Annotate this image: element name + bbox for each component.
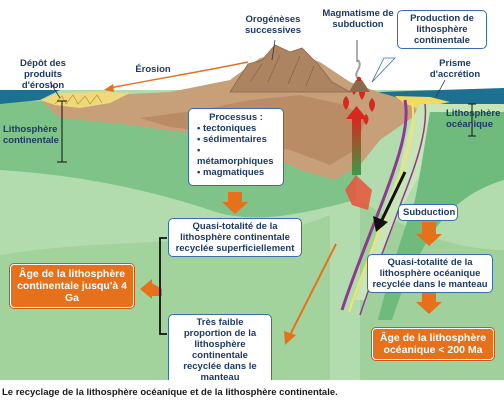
melting-zone (345, 175, 372, 210)
erosion-arrowhead (104, 84, 114, 92)
box-quasi-oceanique: Quasi-totalité de la lithosphère océaniq… (367, 254, 493, 293)
arrow-processus-down (222, 192, 248, 214)
label-erosion: Érosion (135, 64, 171, 75)
arrow-recycled-mantle (289, 243, 337, 336)
volcano-smoke (355, 59, 361, 80)
magma-droplet (369, 98, 375, 112)
bracket-continentale (159, 237, 167, 335)
magma-droplet (363, 114, 369, 125)
pointer-depot (49, 81, 61, 99)
volcano (349, 80, 370, 92)
label-litho-continentale: Lithosphère continentale (3, 124, 59, 146)
box-quasi-continentale: Quasi-totalité de la lithosphère contine… (168, 218, 302, 257)
callout-production: Production de lithosphère continentale (397, 10, 487, 49)
arrow-recycled-mantle-head (284, 331, 296, 345)
arrow-subduction-down (416, 222, 442, 246)
volcano-eruption (356, 76, 362, 82)
erosion-arrow (109, 61, 249, 89)
label-litho-oceanique: Lithosphère océanique (446, 108, 501, 130)
label-prisme: Prisme d'accrétion (429, 58, 481, 80)
magma-rise-column (352, 117, 361, 175)
processus-item: métamorphiques (195, 145, 277, 167)
pointer-orogeneses (271, 39, 276, 61)
subduction-plane (340, 99, 408, 311)
box-processus: Processus : tectoniques sédimentaires mé… (188, 108, 284, 186)
processus-list: tectoniques sédimentaires métamorphiques… (195, 123, 277, 178)
subduction-arrowhead (373, 216, 388, 232)
processus-item: tectoniques (195, 123, 277, 134)
accretion-prism (395, 96, 450, 108)
pointer-prisme (435, 79, 446, 98)
processus-item: sédimentaires (195, 134, 277, 145)
label-magmatisme: Magmatisme de subduction (322, 8, 394, 30)
label-orogeneses: Orogénèses successives (245, 14, 301, 36)
processus-item: magmatiques (195, 167, 277, 178)
age-oceanique: Âge de la lithosphère océanique < 200 Ma (372, 328, 494, 360)
arrow-age-left (150, 282, 162, 296)
arrow-oceanique-down (416, 292, 442, 314)
orange-arrows (150, 192, 442, 314)
age-continentale: Âge de la lithosphère continentale jusqu… (10, 264, 134, 308)
processus-title: Processus : (209, 112, 263, 123)
production-callout-tail (371, 57, 396, 83)
label-depot: Dépôt des produits d'érosion (20, 58, 66, 91)
box-subduction: Subduction (398, 204, 458, 221)
magma-droplet (343, 96, 349, 110)
figure-caption: Le recyclage de la lithosphère océanique… (0, 380, 504, 406)
mountains (229, 44, 352, 93)
magma-rise-arrowhead (346, 106, 367, 119)
subduction-arrow (379, 171, 407, 223)
ocean-left (0, 90, 60, 104)
arrow-age-left-shape (140, 279, 152, 299)
box-faible-proportion: Très faible proportion de la lithosphère… (168, 314, 272, 386)
mountain-ridge-lines (249, 54, 315, 87)
sediment-teeth (54, 94, 103, 105)
